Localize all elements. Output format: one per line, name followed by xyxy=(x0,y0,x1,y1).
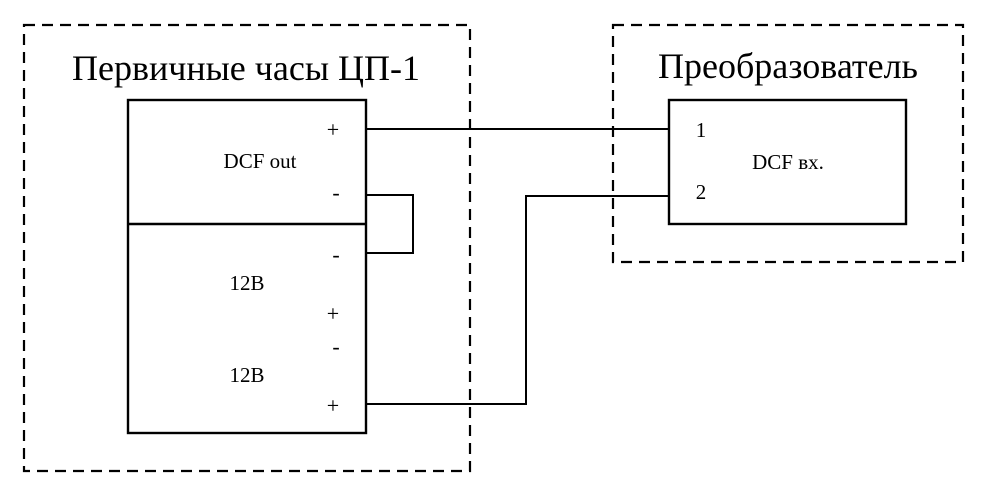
dcf-out-label: DCF out xyxy=(224,149,297,173)
dcf-in-pin1-label: 1 xyxy=(696,118,707,142)
dcf-out-plus-sign: + xyxy=(327,117,339,142)
dcf-in-pin2-label: 2 xyxy=(696,180,707,204)
supply2-label: 12В xyxy=(229,363,264,387)
converter-group-border xyxy=(611,23,965,264)
primary-clock-group-border xyxy=(22,23,472,473)
primary-clock-title: Первичные часы ЦП-1 xyxy=(72,48,420,88)
converter-title: Преобразователь xyxy=(658,46,918,86)
supply1-label: 12В xyxy=(229,271,264,295)
wire-jumper-dcf-minus-to-supply-minus xyxy=(366,194,414,254)
supply2-minus-sign: - xyxy=(332,334,339,359)
wire-supply-plus-to-pin2 xyxy=(366,195,669,405)
converter-module-box xyxy=(667,98,908,226)
dcf-in-label: DCF вх. xyxy=(752,150,824,174)
primary-clock-module-box xyxy=(126,98,368,435)
supply1-plus-sign: + xyxy=(327,301,339,326)
supply1-minus-sign: - xyxy=(332,242,339,267)
dcf-out-minus-sign: - xyxy=(332,180,339,205)
supply2-plus-sign: + xyxy=(327,393,339,418)
